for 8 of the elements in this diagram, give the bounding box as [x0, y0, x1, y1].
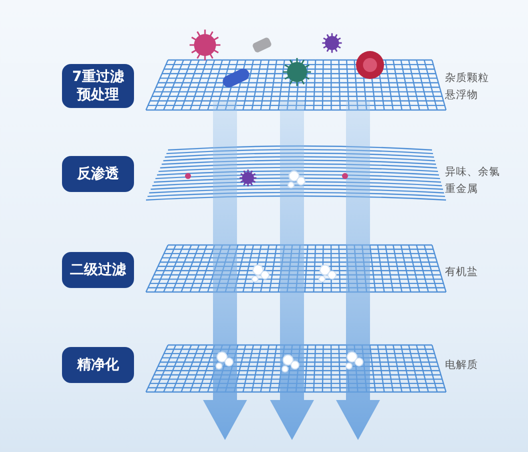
impurity-note: 有机盐: [445, 265, 479, 280]
impurity-note: 杂质颗粒悬浮物: [445, 71, 490, 103]
stage-label-box: 反渗透: [62, 156, 134, 192]
impurity-note: 异味、余氯重金属: [445, 165, 501, 197]
stage-label-box: 7重过滤预处理: [62, 64, 134, 108]
stage-label-box: 精净化: [62, 347, 134, 383]
impurity-note: 电解质: [445, 358, 479, 373]
stage-label-box: 二级过滤: [62, 252, 134, 288]
